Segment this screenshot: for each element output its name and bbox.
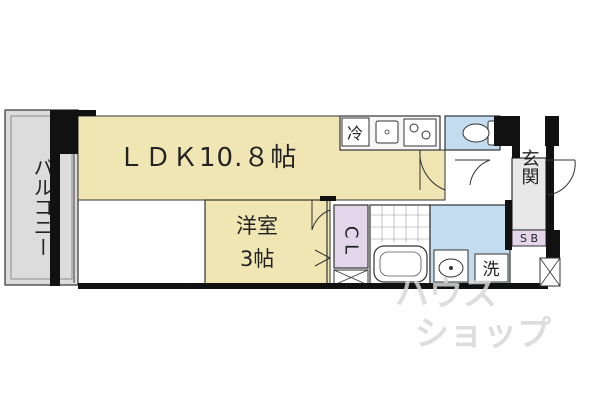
watermark-logo: ハウス ショップ	[395, 274, 551, 354]
washer-label: 洗	[483, 260, 500, 280]
bathroom	[369, 204, 431, 286]
stove-burner-icon	[409, 123, 419, 133]
doors	[311, 149, 576, 267]
watermark-line2: ショップ	[415, 314, 551, 354]
entrance-label: 玄関	[519, 149, 540, 185]
western-room-size: 3帖	[240, 247, 274, 271]
washroom: 洗	[429, 204, 511, 286]
toilet-room	[444, 115, 512, 151]
watermark-line1: ハウス	[395, 274, 497, 314]
kitchen-counter: 冷	[339, 115, 441, 151]
toilet-icon	[462, 123, 490, 143]
shoe-box-label: S B	[520, 232, 538, 245]
closet-label: C L	[341, 226, 362, 254]
closet: C L	[333, 204, 369, 286]
entrance: 玄関 S B	[511, 149, 547, 247]
stove-burner-icon	[421, 130, 431, 140]
fridge-label: 冷	[347, 124, 363, 143]
meter-box	[539, 257, 561, 287]
western-room-label: 洋室	[236, 214, 278, 238]
ldk-label: ＬＤＫ10.８帖	[118, 143, 297, 173]
western-room: 洋室 3帖	[204, 199, 328, 286]
bathtub-icon	[373, 245, 428, 283]
walls	[50, 110, 560, 289]
